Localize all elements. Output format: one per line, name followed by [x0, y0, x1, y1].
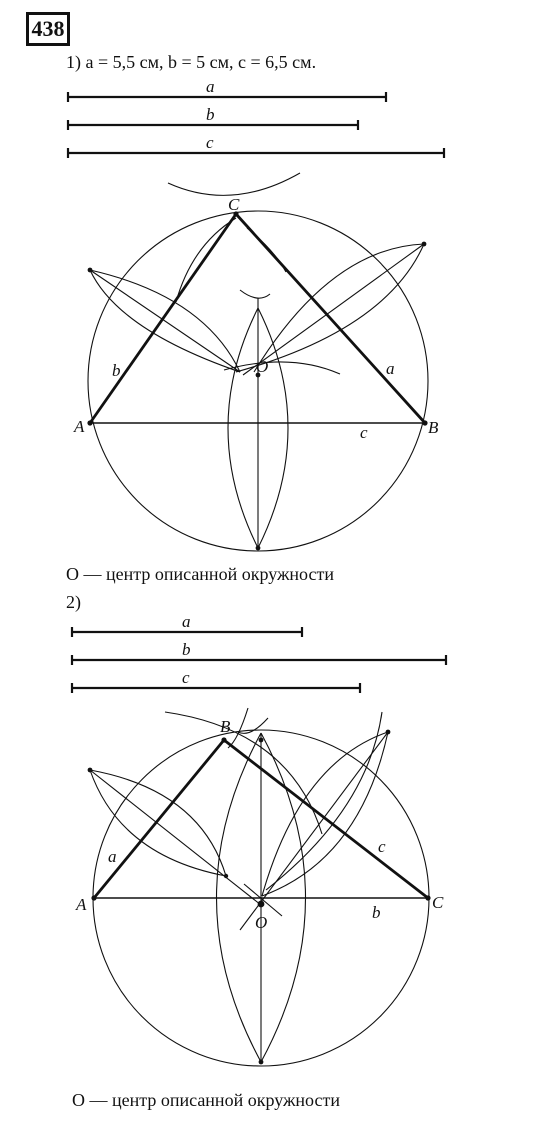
part1-arc-top-small: [239, 289, 271, 299]
part2-side-a: [92, 739, 226, 899]
part1-arc-c-left: [175, 217, 237, 303]
part1-label-c: C: [228, 195, 240, 214]
part1-bisector-ab-arc-left: [227, 307, 259, 549]
part1-label-b: B: [428, 418, 439, 437]
part2-label-b: B: [220, 717, 231, 736]
part1-caption: O — центр описанной окружности: [66, 564, 334, 584]
part2-caption: O — центр описанной окружности: [72, 1090, 340, 1110]
part1-side-label-a: a: [386, 359, 395, 378]
part2-bisector-bc-arc-1: [261, 731, 389, 897]
part2-arc-b-top: [164, 711, 323, 835]
part1-segment-a-label: a: [206, 77, 215, 96]
part1-arc-o: [223, 361, 341, 375]
part1-bisector-ac-arc-2: [89, 269, 241, 373]
part1-bisector-ac: [89, 269, 241, 373]
part1-side-b: [88, 213, 238, 424]
part2-segment-c-label: c: [182, 668, 190, 687]
part1-side-a: [234, 213, 427, 424]
part1-segment-b-label: b: [206, 105, 215, 124]
part1-arc-c-top: [167, 172, 301, 196]
part2-point-o: [257, 900, 265, 908]
part1-segment-c-label: c: [206, 133, 214, 152]
part1-bisector-ab-arc-right: [257, 307, 289, 549]
part2-heading: 2): [66, 592, 81, 612]
part2-segment-a-label: a: [182, 612, 191, 631]
part2-construction: A C B O a c b: [75, 707, 444, 1067]
part1-construction: A B C O b a c: [73, 172, 439, 552]
part1-side-label-c: c: [360, 423, 368, 442]
part2-side-c: [223, 738, 429, 900]
part1-bisector-bc-arc-2: [235, 243, 425, 373]
part2-bisector-bc: [239, 731, 389, 931]
part2-arc-b-small: [227, 707, 249, 749]
part2-label-a: A: [75, 895, 87, 914]
part1-heading: 1) a = 5,5 см, b = 5 см, c = 6,5 см.: [66, 52, 317, 72]
part1-label-a: A: [73, 417, 85, 436]
part1-label-o: O: [256, 357, 268, 376]
part2-bisector-bc-arc-2: [261, 731, 389, 897]
part1-point-a: [87, 420, 93, 426]
part2-bisector-ab-arc-1: [89, 769, 227, 877]
part2-point-c: [425, 895, 431, 901]
part1-point-o: [255, 372, 261, 378]
part1-circumscribed-circle: [87, 210, 429, 552]
part2-side-label-b: b: [372, 903, 381, 922]
part1-point-c: [233, 211, 239, 217]
part2-label-o: O: [255, 913, 267, 932]
part1-given-segments: a b c: [66, 77, 446, 158]
part2-segment-b-label: b: [182, 640, 191, 659]
part2-label-c: C: [432, 893, 444, 912]
part2-given-segments: a b c: [70, 612, 448, 693]
part2-point-b: [221, 737, 227, 743]
part1-bisector-bc: [242, 243, 425, 376]
part2-side-label-c: c: [378, 837, 386, 856]
part2-bisector-ab-arc-2: [89, 769, 227, 877]
part2-bisector-ab: [89, 769, 262, 906]
problem-number: 438: [26, 12, 70, 46]
part1-side-label-b: b: [112, 361, 121, 380]
part2-point-a: [91, 895, 97, 901]
part1-bisector-ac-arc-1: [89, 269, 241, 373]
part2-side-label-a: a: [108, 847, 117, 866]
part1-point-b: [422, 420, 428, 426]
